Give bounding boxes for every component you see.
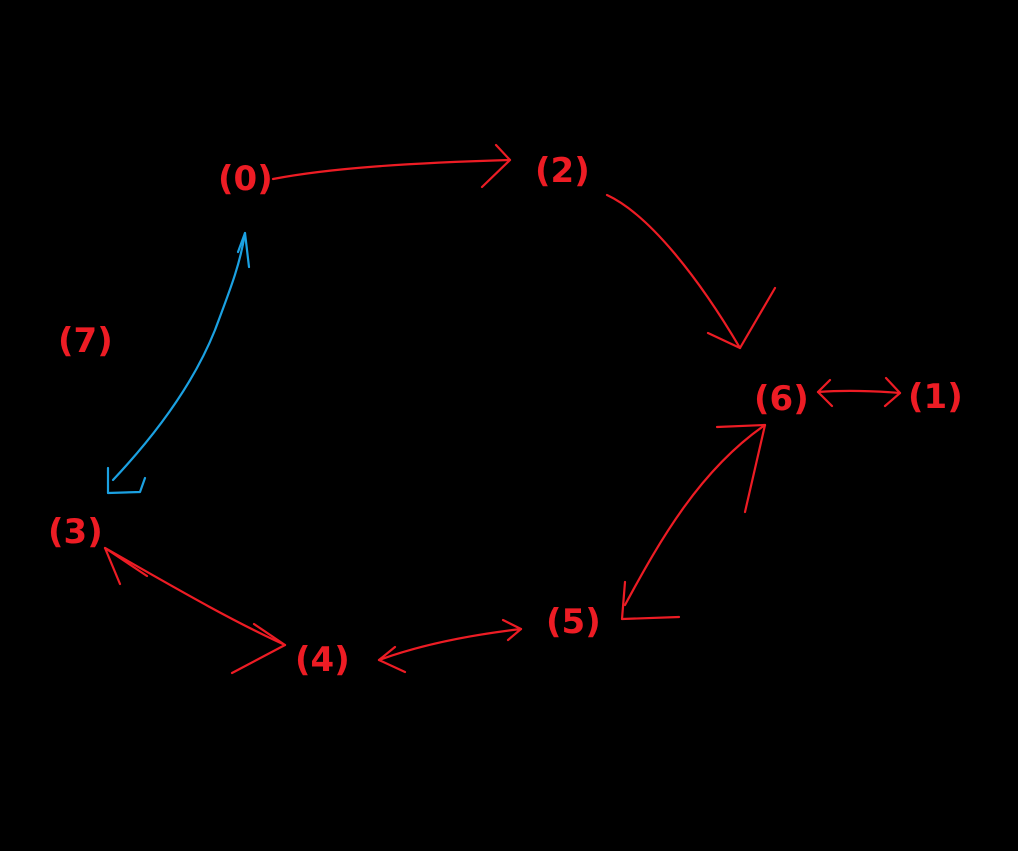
edge-0-to-2: [271, 143, 512, 189]
nodes: (0) (1) (2) (3) (4) (5) (6) (7): [48, 151, 963, 680]
edge-3-to-0: [106, 231, 251, 495]
arrowhead-2: [480, 143, 512, 189]
edge-line: [271, 158, 512, 181]
arrowhead-4: [230, 622, 287, 675]
edge-4-to-3: [103, 546, 287, 675]
arrowhead-6: [715, 423, 767, 514]
arrowhead-5: [501, 618, 523, 642]
edge-line: [103, 546, 287, 647]
node-4-label: (4): [295, 640, 350, 680]
edge-5-to-6: [620, 423, 767, 621]
edge-line: [816, 389, 902, 395]
edge-line: [605, 193, 742, 350]
arrowhead-6: [706, 286, 777, 350]
node-3-label: (3): [48, 512, 103, 552]
arrowhead-0: [236, 231, 251, 269]
edge-line: [623, 423, 767, 607]
arrowhead-1: [883, 376, 902, 408]
arrowhead-3: [106, 466, 147, 495]
node-7-label: (7): [58, 321, 113, 361]
edge-2-to-6: [605, 193, 777, 350]
edges: [103, 143, 902, 675]
node-1-label: (1): [908, 377, 963, 417]
arrowhead-5: [620, 580, 681, 621]
node-5-label: (5): [546, 602, 601, 642]
arrowhead-6: [816, 378, 834, 408]
edge-line: [377, 627, 523, 662]
edge-4-to-5: [377, 618, 523, 674]
node-0-label: (0): [218, 159, 273, 199]
node-6-label: (6): [754, 379, 809, 419]
arrowhead-3: [103, 546, 149, 586]
node-2-label: (2): [535, 151, 590, 191]
arrowhead-4: [377, 645, 407, 674]
edge-6-to-1: [816, 376, 902, 408]
edge-line: [111, 231, 247, 482]
